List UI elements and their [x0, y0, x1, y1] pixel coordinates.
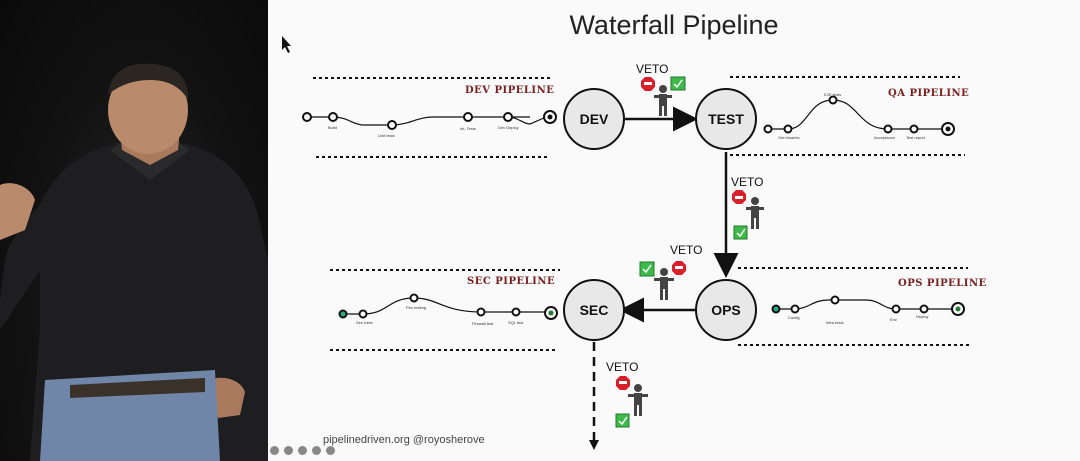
dev-step-label: Int. Tests [460, 126, 476, 131]
qa-step-label: Acceptance [874, 135, 895, 140]
stage-sec [563, 279, 625, 341]
person-icon [654, 85, 672, 116]
pipeline-diagram [282, 36, 971, 450]
stage-dev-label: DEV [579, 111, 609, 127]
ops-step-config [790, 304, 800, 314]
dev-step-dev-deploy [503, 112, 513, 122]
veto-gate-test-ops [732, 190, 764, 240]
veto-gate-ops-sec [639, 261, 686, 300]
ops-pipeline-flow [776, 299, 958, 310]
sec-step-sec-rules [358, 309, 368, 319]
ops-step-label: Infra tests [826, 320, 844, 325]
veto-gate-dev-test [641, 76, 686, 116]
ops-step-label: Env [890, 317, 897, 322]
qa-step-get-binaries [783, 124, 793, 134]
sec-step-pen-testing [409, 293, 419, 303]
qa-step-test-report [909, 124, 919, 134]
check-icon [733, 225, 748, 240]
stage-sec-label: SEC [579, 302, 609, 318]
veto-gate-sec-next [615, 376, 648, 428]
stage-dev [563, 88, 625, 150]
ops-step-label: Deploy [916, 314, 929, 319]
qa-step-label: E2E tests [824, 92, 842, 97]
guide-lines [313, 76, 971, 351]
more-options-icon[interactable] [312, 446, 321, 455]
veto-label-2: VETO [731, 175, 764, 189]
qa-step-label: Test report [906, 135, 925, 140]
dev-step-label: Unit tests [378, 133, 395, 138]
next-slide-icon[interactable] [326, 446, 335, 455]
person-icon [746, 197, 764, 229]
sec-step-label: SQL test [508, 320, 524, 325]
prev-slide-icon[interactable] [270, 446, 279, 455]
stage-ops [695, 279, 757, 341]
slides-grid-icon[interactable] [298, 446, 307, 455]
qa-step-e2e-tests [828, 95, 838, 105]
stage-test [695, 88, 757, 150]
cursor-icon [282, 36, 291, 53]
dev-step-label: Build [328, 125, 337, 130]
slide-footer: pipelinedriven.org @royosherove [323, 434, 485, 446]
dev-step-build [328, 112, 338, 122]
ops-pipeline-label: OPS PIPELINE [898, 278, 987, 289]
dev-step-start [302, 112, 312, 122]
qa-pipeline-flow [768, 99, 948, 130]
ops-step-deploy [919, 304, 929, 314]
sec-step-sql-test [511, 307, 521, 317]
sec-step-label: Firewall test [472, 321, 494, 326]
check-icon [670, 76, 686, 91]
ops-step-label: Config [788, 315, 800, 320]
veto-label-4: VETO [606, 360, 639, 374]
dev-step-label: Dev Deploy [498, 125, 519, 130]
pen-tool-icon[interactable] [284, 446, 293, 455]
veto-label-1: VETO [636, 62, 669, 76]
sec-step-start [338, 309, 348, 319]
person-icon [628, 384, 648, 416]
ops-step-env [891, 304, 901, 314]
presentation-slide: Waterfall Pipeline DEV TEST OPS SEC DEV … [268, 0, 1080, 461]
slide-title: Waterfall Pipeline [569, 10, 779, 40]
qa-step-label: Get binaries [778, 135, 800, 140]
stage-test-label: TEST [708, 111, 744, 127]
person-icon [654, 268, 674, 300]
stage-ops-label: OPS [711, 302, 741, 318]
dev-step-int-tests [463, 112, 473, 122]
qa-pipeline-label: QA PIPELINE [888, 88, 970, 99]
qa-step-acceptance [883, 124, 893, 134]
ops-step-start [771, 304, 781, 314]
check-icon [639, 261, 655, 277]
speaker-figure [0, 63, 268, 461]
sec-step-label: Sec rules [356, 320, 373, 325]
veto-label-3: VETO [670, 243, 703, 257]
speaker-video [0, 0, 268, 461]
check-icon [615, 413, 630, 428]
dev-pipeline-label: DEV PIPELINE [465, 85, 555, 96]
sec-step-label: Pen testing [406, 305, 427, 310]
sec-pipeline-label: SEC PIPELINE [467, 276, 556, 287]
dev-step-unit-tests [387, 120, 397, 130]
sec-step-firewall-test [476, 307, 486, 317]
ops-step-infra-tests [830, 295, 840, 305]
qa-step-start [763, 124, 773, 134]
